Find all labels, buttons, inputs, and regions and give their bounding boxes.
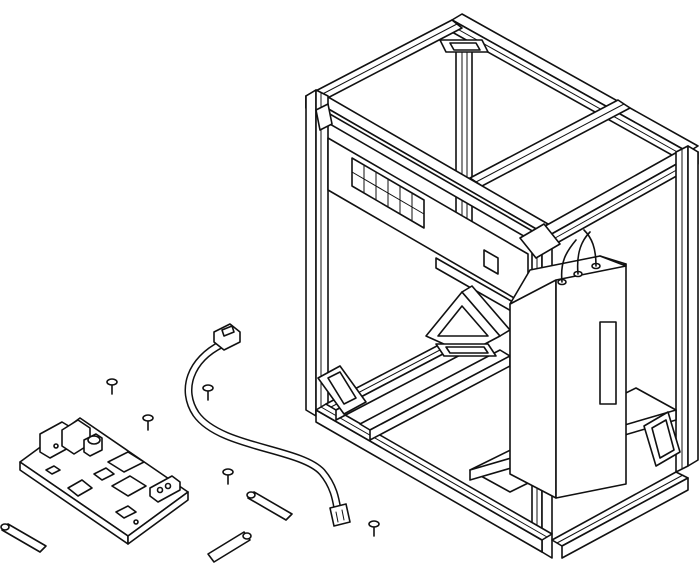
frame-post-back-left bbox=[455, 41, 473, 239]
usb-port bbox=[149, 475, 181, 503]
frame-post-front-left bbox=[305, 89, 329, 425]
frame-top-right-rail bbox=[537, 145, 699, 249]
top-left-small-bracket bbox=[315, 103, 333, 131]
front-top-panel bbox=[327, 137, 529, 307]
top-right-small-bracket bbox=[519, 223, 561, 259]
frame-post-back-right bbox=[675, 145, 699, 473]
standoff-left bbox=[0, 523, 47, 553]
bottom-right-corner-bracket bbox=[643, 411, 681, 467]
chip-secondary bbox=[111, 475, 147, 497]
top-corner-bracket bbox=[439, 39, 489, 53]
pcb-components bbox=[39, 419, 181, 525]
center-corner-bracket bbox=[425, 285, 511, 357]
frame-bottom-right-rail bbox=[551, 471, 689, 559]
screw-1 bbox=[106, 378, 118, 395]
bottom-left-corner-bracket bbox=[317, 365, 367, 415]
screw-2 bbox=[202, 384, 214, 401]
standoff-middle bbox=[207, 531, 252, 563]
cable-assembly bbox=[184, 323, 351, 527]
frame-top-cross-rail bbox=[469, 99, 631, 197]
control-board bbox=[19, 417, 189, 545]
capacitor bbox=[87, 435, 101, 445]
frame-bottom-mid-rail bbox=[359, 349, 511, 441]
psu-label bbox=[599, 321, 617, 405]
display-grid bbox=[351, 157, 425, 229]
chip-main bbox=[107, 451, 145, 473]
psu-wires bbox=[560, 229, 597, 283]
screw-4 bbox=[222, 468, 234, 485]
extrusion-frame bbox=[305, 13, 699, 559]
panel-button bbox=[483, 249, 499, 275]
screw-5 bbox=[368, 520, 380, 537]
standoff-right bbox=[246, 491, 293, 521]
screw-3 bbox=[142, 414, 154, 431]
power-supply-unit bbox=[509, 229, 627, 499]
cable-connector-bottom bbox=[329, 503, 351, 527]
frame-top-rear-rail bbox=[451, 13, 699, 165]
frame-top-front-rail bbox=[305, 89, 549, 251]
